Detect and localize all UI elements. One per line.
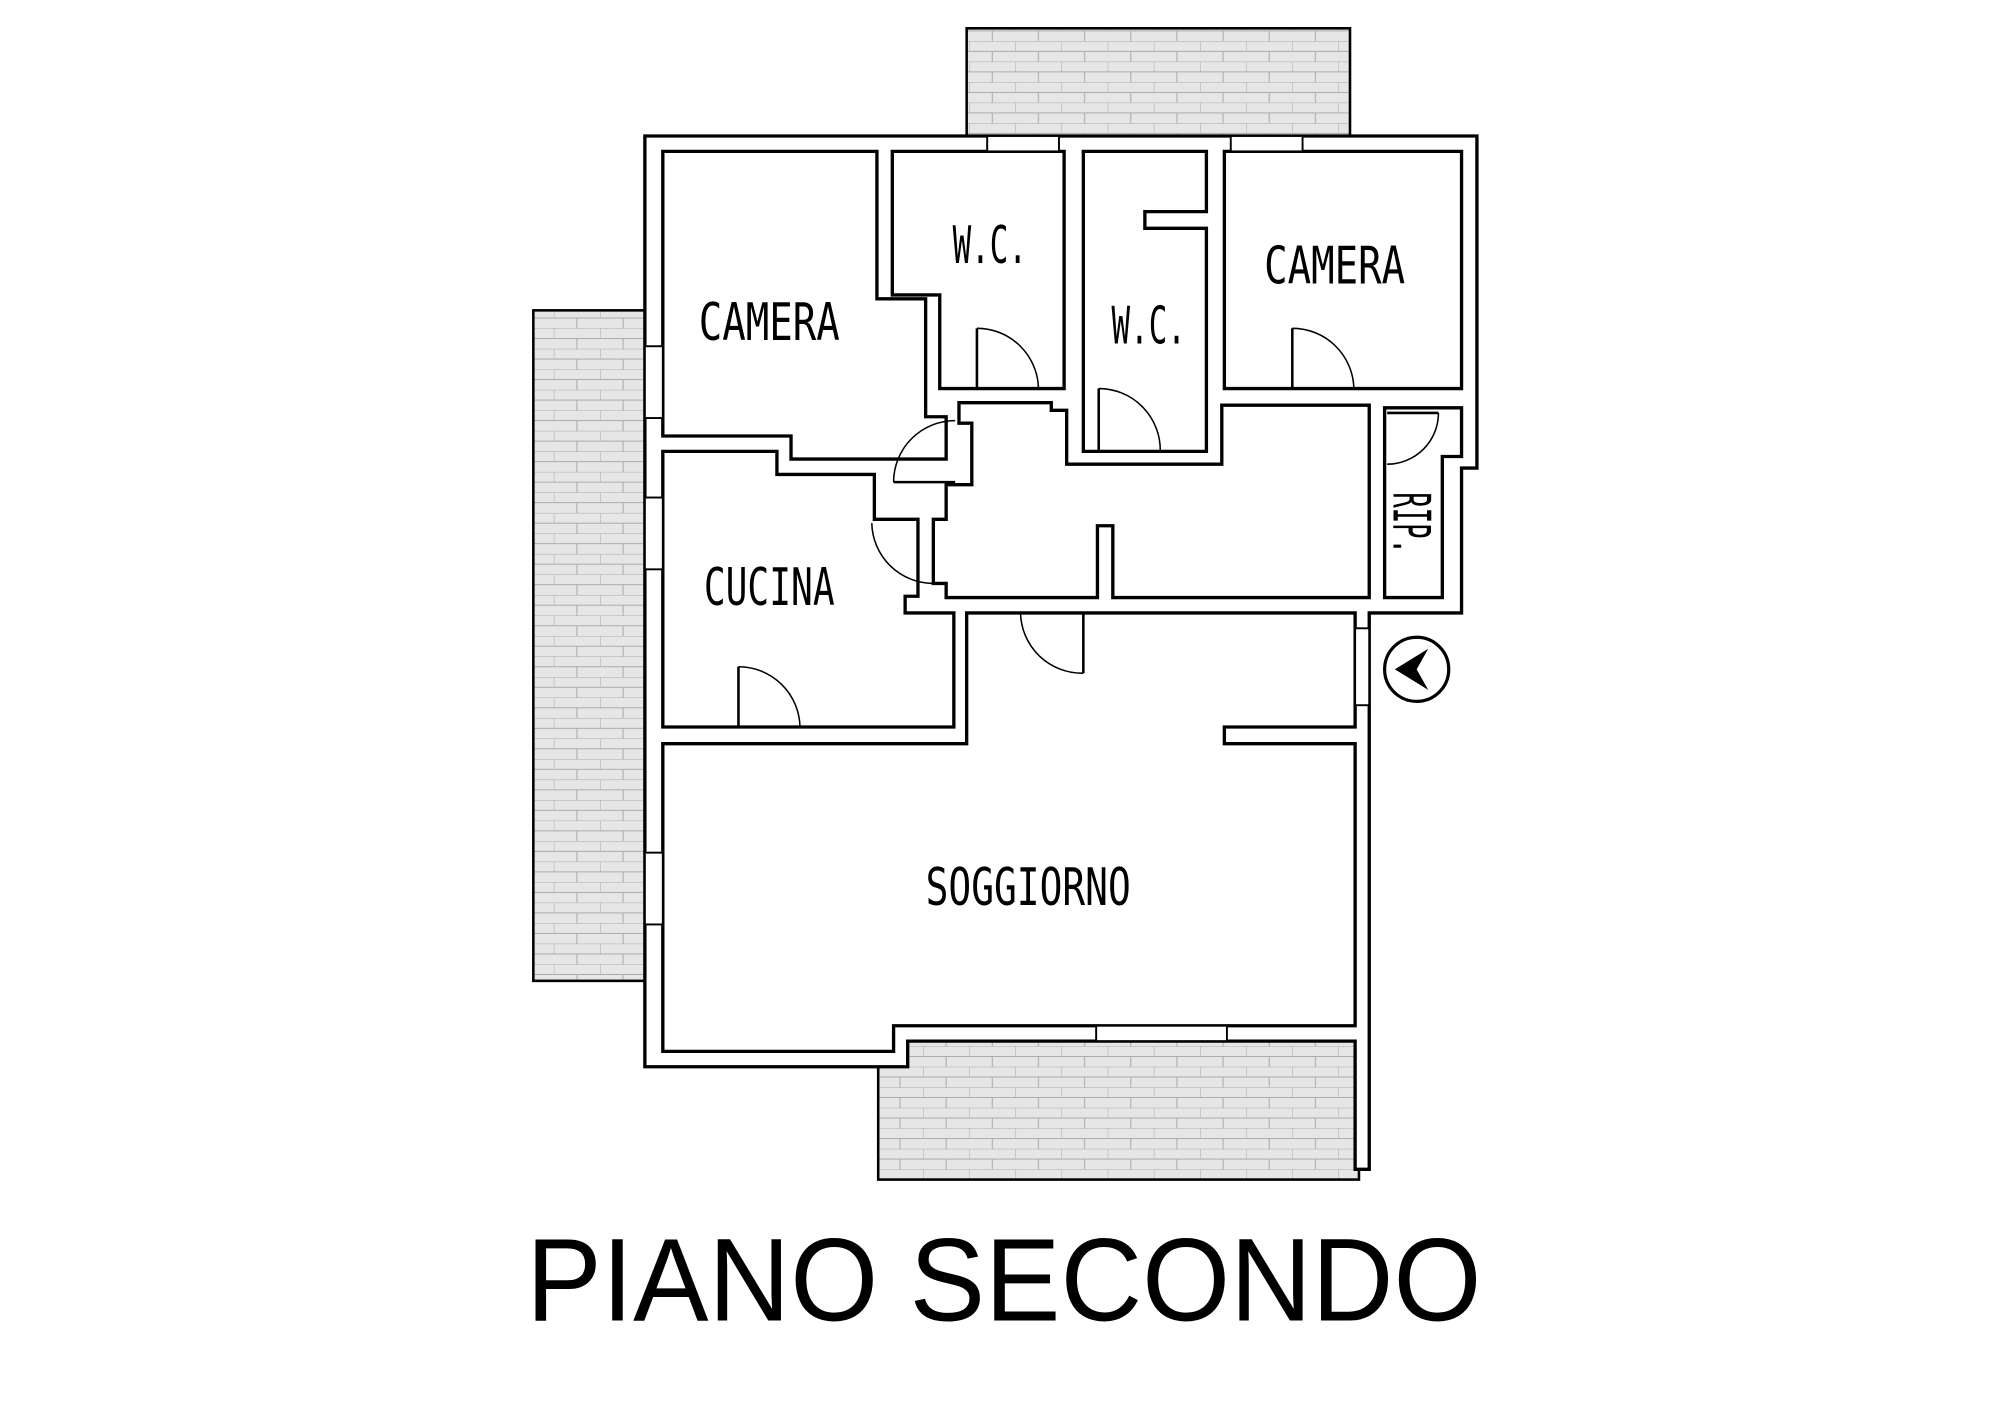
room-ripostiglio[interactable] <box>1382 406 1464 600</box>
room-hallway[interactable] <box>931 400 1371 600</box>
balcony-bottom <box>876 1039 1361 1181</box>
room-label-wc-right: W.C. <box>1112 297 1186 357</box>
room-label-soggiorno: SOGGIORNO <box>926 858 1131 918</box>
room-soggiorno[interactable] <box>661 611 1357 1054</box>
room-label-camera-left: CAMERA <box>699 293 840 353</box>
floor-title: PIANO SECONDO <box>526 1214 1481 1346</box>
windows <box>643 135 1371 1043</box>
room-label-ripostiglio: RIP. <box>1381 492 1441 554</box>
room-label-wc-left: W.C. <box>953 216 1027 276</box>
entrance-arrow-icon <box>1383 635 1451 703</box>
balcony-top <box>965 27 1352 138</box>
room-wc-left[interactable] <box>890 149 1066 391</box>
room-label-camera-right: CAMERA <box>1264 236 1405 296</box>
room-label-cucina: CUCINA <box>704 558 835 618</box>
room-camera-left[interactable] <box>661 149 948 461</box>
balcony-left <box>532 309 647 983</box>
room-camera-right[interactable] <box>1222 149 1464 391</box>
room-cucina[interactable] <box>661 449 956 729</box>
room-wc-right[interactable] <box>1081 149 1209 454</box>
doors <box>737 327 1440 728</box>
